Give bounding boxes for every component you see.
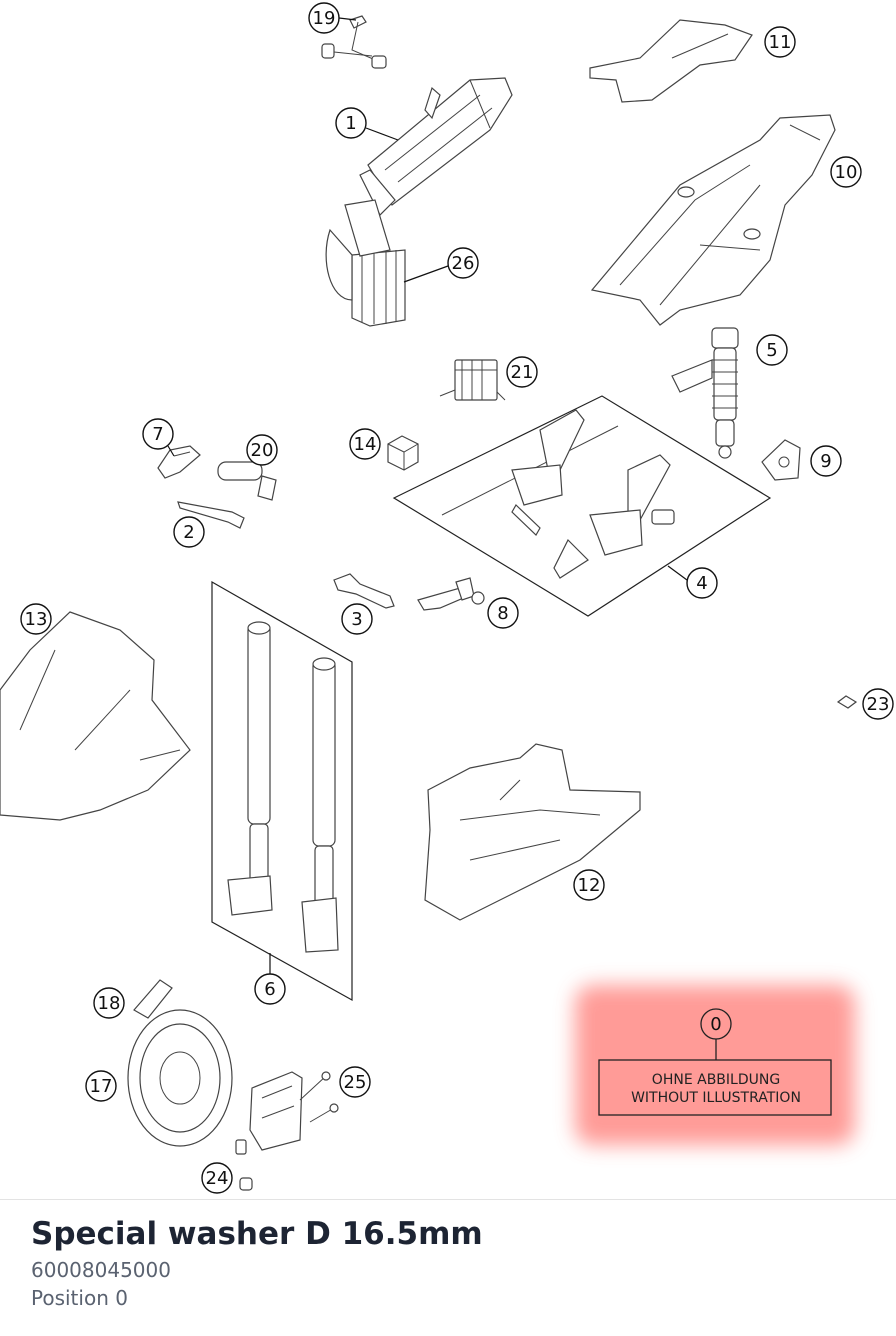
- part-14-block[interactable]: [387, 435, 419, 471]
- part-5-shock-absorber[interactable]: [671, 327, 739, 459]
- callout-18[interactable]: 18: [93, 987, 125, 1019]
- part-13-fairing[interactable]: [0, 611, 191, 821]
- svg-text:21: 21: [511, 362, 534, 383]
- callout-5[interactable]: 5: [756, 334, 788, 366]
- callout-14[interactable]: 14: [349, 428, 381, 460]
- svg-text:3: 3: [351, 609, 362, 630]
- part-title: Special washer D 16.5mm: [31, 1216, 483, 1252]
- part-21-relay[interactable]: [439, 359, 506, 401]
- part-info-panel: Special washer D 16.5mm 60008045000 Posi…: [0, 1199, 896, 1336]
- part-19-bracket[interactable]: [321, 15, 387, 69]
- svg-text:14: 14: [354, 434, 377, 455]
- callout-0-label: 0: [710, 1014, 721, 1035]
- callout-6[interactable]: 6: [254, 973, 286, 1005]
- callout-7[interactable]: 7: [142, 418, 174, 450]
- part-8-pedal[interactable]: [417, 577, 485, 611]
- callout-17[interactable]: 17: [85, 1070, 117, 1102]
- callout-26[interactable]: 26: [447, 247, 479, 279]
- svg-text:1: 1: [345, 113, 356, 134]
- callout-12[interactable]: 12: [573, 869, 605, 901]
- callout-4[interactable]: 4: [686, 567, 718, 599]
- callout-19[interactable]: 19: [308, 2, 340, 34]
- part-position: Position 0: [31, 1286, 128, 1310]
- svg-text:4: 4: [696, 573, 707, 594]
- svg-text:23: 23: [867, 694, 890, 715]
- callout-25[interactable]: 25: [339, 1066, 371, 1098]
- callout-11[interactable]: 11: [764, 26, 796, 58]
- part-9-guard[interactable]: [761, 439, 801, 481]
- callout-24[interactable]: 24: [201, 1162, 233, 1194]
- callout-13[interactable]: 13: [20, 603, 52, 635]
- svg-text:12: 12: [578, 875, 601, 896]
- part-10-seat[interactable]: [590, 114, 836, 326]
- callout-9[interactable]: 9: [810, 445, 842, 477]
- part-26-catalyst[interactable]: [325, 199, 406, 327]
- no-illustration-line2: WITHOUT ILLUSTRATION: [631, 1090, 801, 1106]
- callout-1[interactable]: 1: [335, 107, 367, 139]
- part-2-lever[interactable]: [177, 501, 245, 529]
- part-1-silencer[interactable]: [359, 77, 513, 217]
- svg-text:17: 17: [90, 1076, 113, 1097]
- part-23-clip[interactable]: [836, 695, 858, 709]
- part-18-brake-pad[interactable]: [133, 979, 173, 1019]
- callout-3[interactable]: 3: [341, 603, 373, 635]
- svg-text:6: 6: [264, 979, 275, 1000]
- callout-21[interactable]: 21: [506, 356, 538, 388]
- svg-text:20: 20: [251, 440, 274, 461]
- svg-text:7: 7: [152, 424, 163, 445]
- exploded-parts-diagram: 0 OHNE ABBILDUNG WITHOUT ILLUSTRATION 19…: [0, 2, 894, 1194]
- svg-text:25: 25: [344, 1072, 367, 1093]
- callout-23[interactable]: 23: [862, 688, 894, 720]
- part-25-caliper[interactable]: [249, 1071, 339, 1151]
- callout-20[interactable]: 20: [246, 434, 278, 466]
- svg-text:13: 13: [25, 609, 48, 630]
- no-illustration-highlight[interactable]: 0 OHNE ABBILDUNG WITHOUT ILLUSTRATION: [575, 985, 855, 1145]
- svg-text:10: 10: [835, 162, 858, 183]
- part-17-brake-disc[interactable]: [127, 1009, 233, 1147]
- svg-text:18: 18: [98, 993, 121, 1014]
- svg-text:24: 24: [206, 1168, 229, 1189]
- svg-text:11: 11: [769, 32, 792, 53]
- part-4-footrest-kit[interactable]: [392, 395, 772, 617]
- callout-10[interactable]: 10: [830, 156, 862, 188]
- svg-text:8: 8: [497, 603, 508, 624]
- svg-text:19: 19: [313, 8, 336, 29]
- part-12-belly-pan[interactable]: [424, 743, 641, 921]
- callout-2[interactable]: 2: [173, 516, 205, 548]
- svg-text:5: 5: [766, 340, 777, 361]
- part-20-grip[interactable]: [217, 461, 277, 501]
- no-illustration-line1: OHNE ABBILDUNG: [652, 1072, 780, 1088]
- svg-text:2: 2: [183, 522, 194, 543]
- part-3-lever[interactable]: [333, 573, 395, 609]
- part-11-pad[interactable]: [589, 19, 753, 103]
- part-24-bushing[interactable]: [235, 1139, 253, 1191]
- part-6-front-fork[interactable]: [211, 580, 353, 1002]
- svg-text:9: 9: [820, 451, 831, 472]
- part-7-bracket[interactable]: [157, 445, 201, 479]
- callout-8[interactable]: 8: [487, 597, 519, 629]
- part-number: 60008045000: [31, 1258, 171, 1282]
- svg-text:26: 26: [452, 253, 475, 274]
